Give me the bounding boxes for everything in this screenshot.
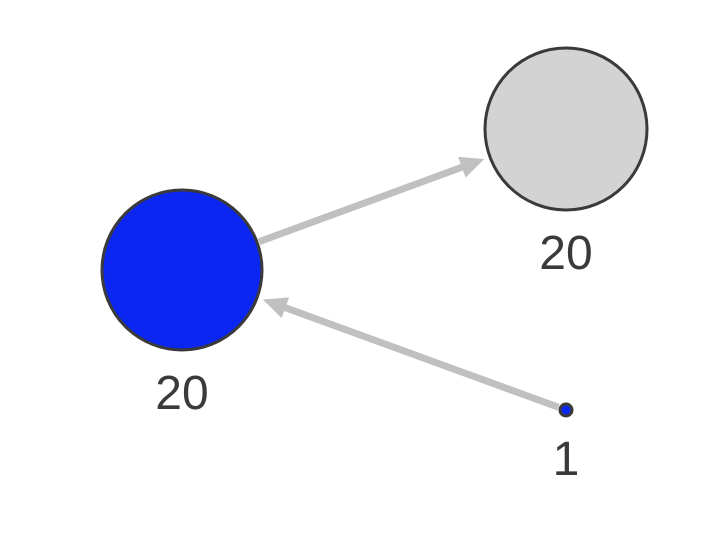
node-label-left: 20 [155, 367, 208, 420]
edge-arrowhead-icon-left-to-top-right [458, 156, 485, 178]
edge-line-bottom-right-to-left [280, 303, 560, 411]
node-top-right [483, 46, 649, 212]
edge-line-left-to-top-right [257, 162, 467, 246]
node-label-bottom-right: 1 [553, 433, 580, 486]
node-left [100, 188, 264, 352]
edge-arrowhead-icon-bottom-right-to-left [262, 297, 290, 319]
node-bottom-right [558, 402, 574, 418]
node-label-top-right: 20 [539, 227, 592, 280]
